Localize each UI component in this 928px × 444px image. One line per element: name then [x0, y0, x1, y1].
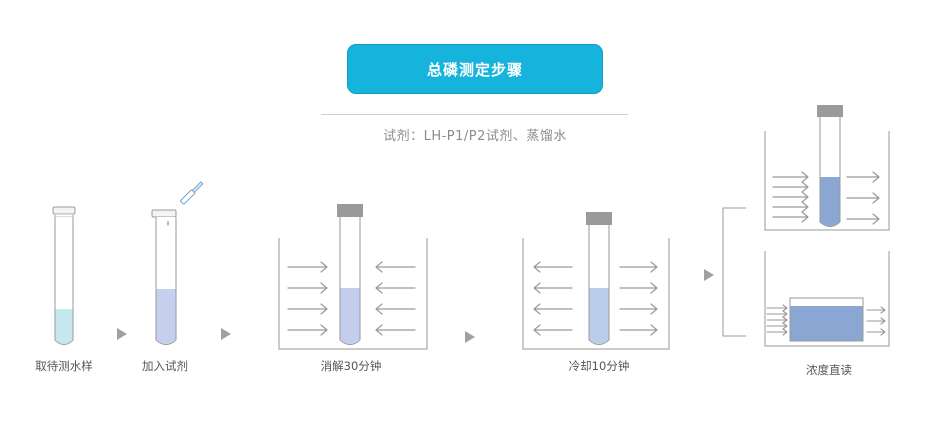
step-2-label: 加入试剂	[142, 359, 188, 373]
heat-arrows-inward	[287, 261, 416, 336]
reagent-drop	[167, 220, 169, 226]
step-4-label: 冷却10分钟	[568, 359, 630, 373]
title-divider	[321, 114, 628, 115]
step-1-label: 取待测水样	[35, 359, 93, 373]
step-arrow-3	[465, 331, 475, 343]
step-2-reagent-tube	[151, 181, 204, 345]
step-4-cooling-bath	[522, 212, 670, 350]
cool-liquid	[589, 288, 609, 344]
step-arrow-1	[117, 328, 127, 340]
title-text: 总磷测定步骤	[426, 60, 523, 79]
dropper-pipette	[180, 181, 204, 205]
cool-arrows-outward	[533, 261, 658, 336]
measure-bracket	[722, 207, 746, 337]
sample-liquid	[55, 309, 73, 344]
step-1-sample-tube	[52, 206, 76, 345]
title-button[interactable]: 总磷测定步骤	[347, 44, 603, 94]
light-arrows-tube	[772, 171, 880, 225]
step-arrow-2	[221, 328, 231, 340]
step-arrow-markers	[117, 269, 714, 343]
step-3-label: 消解30分钟	[320, 359, 382, 373]
reagents-text: 试剂：LH-P1/P2试剂、蒸馏水	[383, 129, 567, 144]
light-arrows-cuvette	[766, 304, 886, 336]
step-5-label: 浓度直读	[806, 363, 852, 377]
reagent-liquid	[156, 289, 176, 344]
cuvette-liquid	[790, 306, 863, 341]
step-arrow-4	[704, 269, 714, 281]
step-3-digestion-bath	[278, 204, 428, 350]
step-5-measure-tube-bath	[764, 105, 890, 231]
step-5-measure-cuvette-bath	[764, 251, 890, 347]
digest-liquid	[340, 288, 360, 344]
measure-liquid	[820, 177, 840, 226]
